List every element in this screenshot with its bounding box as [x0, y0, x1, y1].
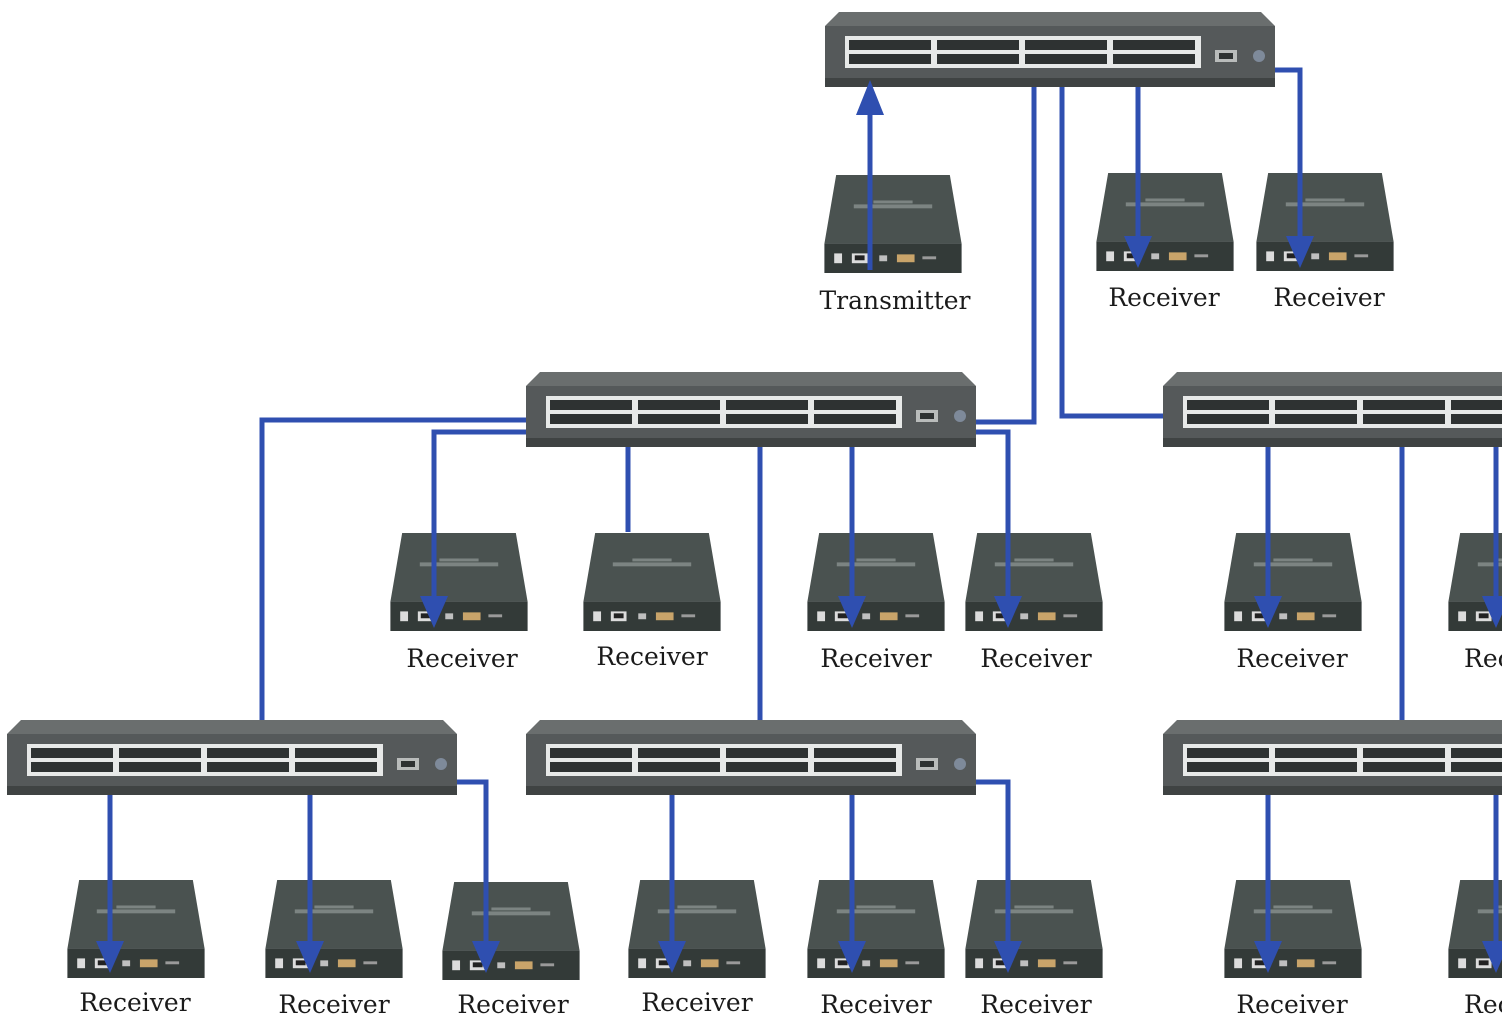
arrow-down-icon: [1482, 941, 1502, 973]
receiver-label-clipped: Rec: [1464, 644, 1502, 673]
receiver-box-icon: [442, 882, 580, 980]
receiver-box-icon: [390, 533, 528, 631]
network-switches: [7, 12, 1502, 795]
receiver-box-icon: [807, 880, 945, 978]
arrow-up-icon: [856, 80, 884, 115]
device-labels: Transmitter Receiver Receiver Receiver R…: [79, 283, 1502, 1019]
receiver-box-icon: [628, 880, 766, 978]
network-switch-icon: [825, 12, 1275, 87]
arrow-down-icon: [1254, 596, 1282, 628]
transmitter-box-icon: [824, 175, 962, 273]
network-switch-icon: [526, 372, 976, 447]
receiver-label: Receiver: [1108, 283, 1219, 312]
arrow-down-icon: [994, 596, 1022, 628]
network-switch-icon: [1163, 372, 1502, 447]
arrow-down-icon: [472, 941, 500, 973]
arrowheads: [96, 80, 1502, 973]
receiver-box-icon: [583, 533, 721, 631]
link-mid-center-to-bottom-left: [259, 417, 548, 765]
transmitter-label: Transmitter: [819, 286, 970, 315]
receiver-box-icon: [265, 880, 403, 978]
receiver-label: Receiver: [406, 644, 517, 673]
network-switch-icon: [1163, 720, 1502, 795]
receiver-box-icon: [1224, 880, 1362, 978]
arrow-down-icon: [296, 941, 324, 973]
receiver-label: Receiver: [980, 644, 1091, 673]
arrow-down-icon: [1254, 941, 1282, 973]
receiver-label: Receiver: [1236, 644, 1347, 673]
receiver-label: Receiver: [1236, 990, 1347, 1019]
network-switch-icon: [526, 720, 976, 795]
receiver-box-icon: [965, 533, 1103, 631]
wire-overlays: [107, 110, 1499, 945]
arrow-down-icon: [96, 941, 124, 973]
receiver-box-icon: [807, 533, 945, 631]
receiver-label: Receiver: [820, 644, 931, 673]
network-switch-icon: [7, 720, 457, 795]
receiver-box-icon: [67, 880, 205, 978]
receiver-label: Receiver: [641, 988, 752, 1017]
receiver-box-icon: [1224, 533, 1362, 631]
arrow-down-icon: [1124, 236, 1152, 268]
arrow-down-icon: [838, 941, 866, 973]
receiver-label: Receiver: [278, 990, 389, 1019]
receiver-label: Receiver: [596, 642, 707, 671]
receiver-box-icon: [1256, 173, 1394, 271]
receiver-label: Receiver: [1273, 283, 1384, 312]
arrow-down-icon: [994, 941, 1022, 973]
uplink-top-to-mid-right: [1059, 80, 1202, 419]
receiver-label: Receiver: [820, 990, 931, 1019]
receiver-box-icon: [1096, 173, 1234, 271]
arrow-down-icon: [838, 596, 866, 628]
receiver-label-clipped: Rec: [1464, 990, 1502, 1019]
arrow-down-icon: [420, 596, 448, 628]
arrow-down-icon: [1482, 596, 1502, 628]
receiver-label: Receiver: [457, 990, 568, 1019]
arrow-down-icon: [658, 941, 686, 973]
receiver-box-icon: [965, 880, 1103, 978]
receiver-label: Receiver: [980, 990, 1091, 1019]
arrow-down-icon: [1286, 236, 1314, 268]
receiver-label: Receiver: [79, 988, 190, 1017]
